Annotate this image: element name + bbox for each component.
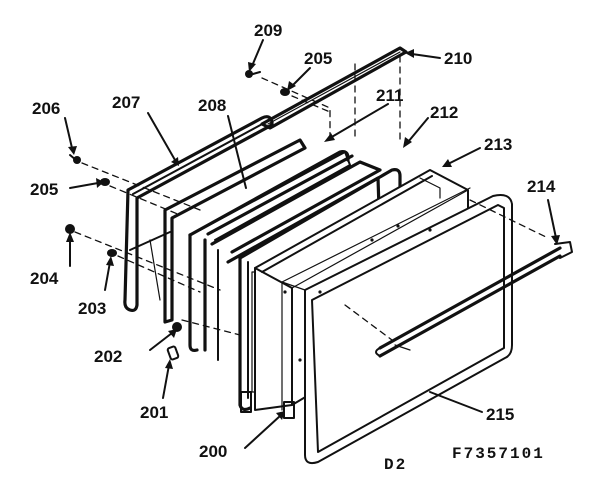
label-215: 215	[486, 405, 514, 424]
label-205-top: 205	[304, 49, 332, 68]
label-213: 213	[484, 135, 512, 154]
label-203: 203	[78, 299, 106, 318]
label-206: 206	[32, 99, 60, 118]
label-211: 211	[376, 86, 403, 105]
part-215-outer-panel	[281, 187, 513, 465]
label-212: 212	[430, 103, 458, 122]
label-209: 209	[254, 21, 282, 40]
label-201: 201	[140, 403, 168, 422]
figure-footer: D2 F7357101	[384, 445, 545, 474]
alignment-lines	[74, 55, 549, 341]
label-205-left: 205	[30, 180, 58, 199]
fasteners	[65, 70, 290, 361]
label-214: 214	[527, 177, 556, 196]
part-210-vent-strip	[260, 46, 408, 130]
leader-lines	[64, 39, 560, 449]
label-208: 208	[198, 96, 226, 115]
part-200-bracket	[240, 391, 295, 419]
part-labels: 209 205 210 206 207 208 211 212 213 214 …	[30, 21, 556, 461]
part-214-handle	[375, 241, 573, 358]
label-207: 207	[112, 93, 140, 112]
section-code: D2	[384, 456, 407, 474]
label-200: 200	[199, 442, 227, 461]
figure-code: F7357101	[452, 445, 545, 463]
part-207-trim-frame	[123, 115, 274, 313]
label-204: 204	[30, 269, 59, 288]
label-202: 202	[94, 347, 122, 366]
label-210: 210	[444, 49, 472, 68]
